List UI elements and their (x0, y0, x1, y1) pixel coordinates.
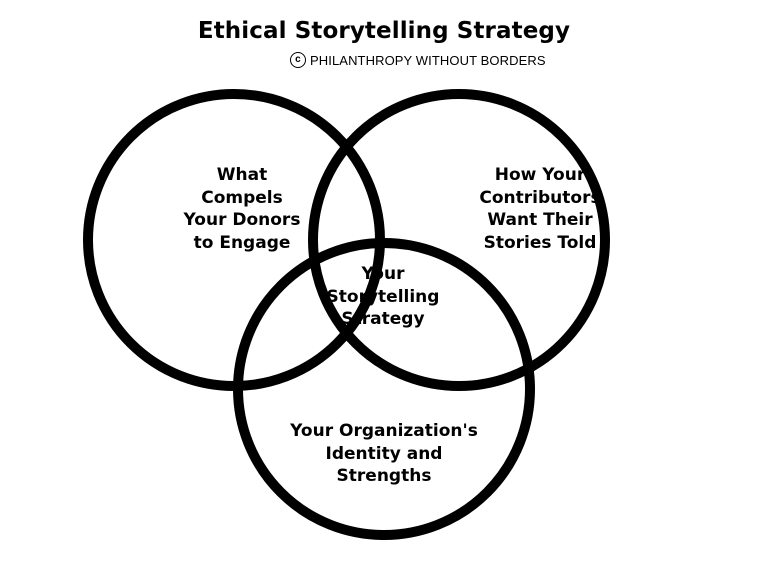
label-donors: What Compels Your Donors to Engage (183, 165, 301, 253)
subtitle-text: PHILANTHROPY WITHOUT BORDERS (310, 52, 546, 68)
label-contributors: How Your Contributors Want Their Stories… (479, 165, 601, 253)
diagram-title: Ethical Storytelling Strategy (197, 18, 571, 44)
circle-organization (233, 238, 535, 540)
subtitle: c PHILANTHROPY WITHOUT BORDERS (290, 50, 546, 70)
circle-contributors (308, 89, 610, 391)
label-intersection: Your Storytelling Strategy (326, 264, 440, 329)
label-organization: Your Organization's Identity and Strengt… (290, 421, 478, 486)
copyright-icon: c (290, 52, 306, 68)
